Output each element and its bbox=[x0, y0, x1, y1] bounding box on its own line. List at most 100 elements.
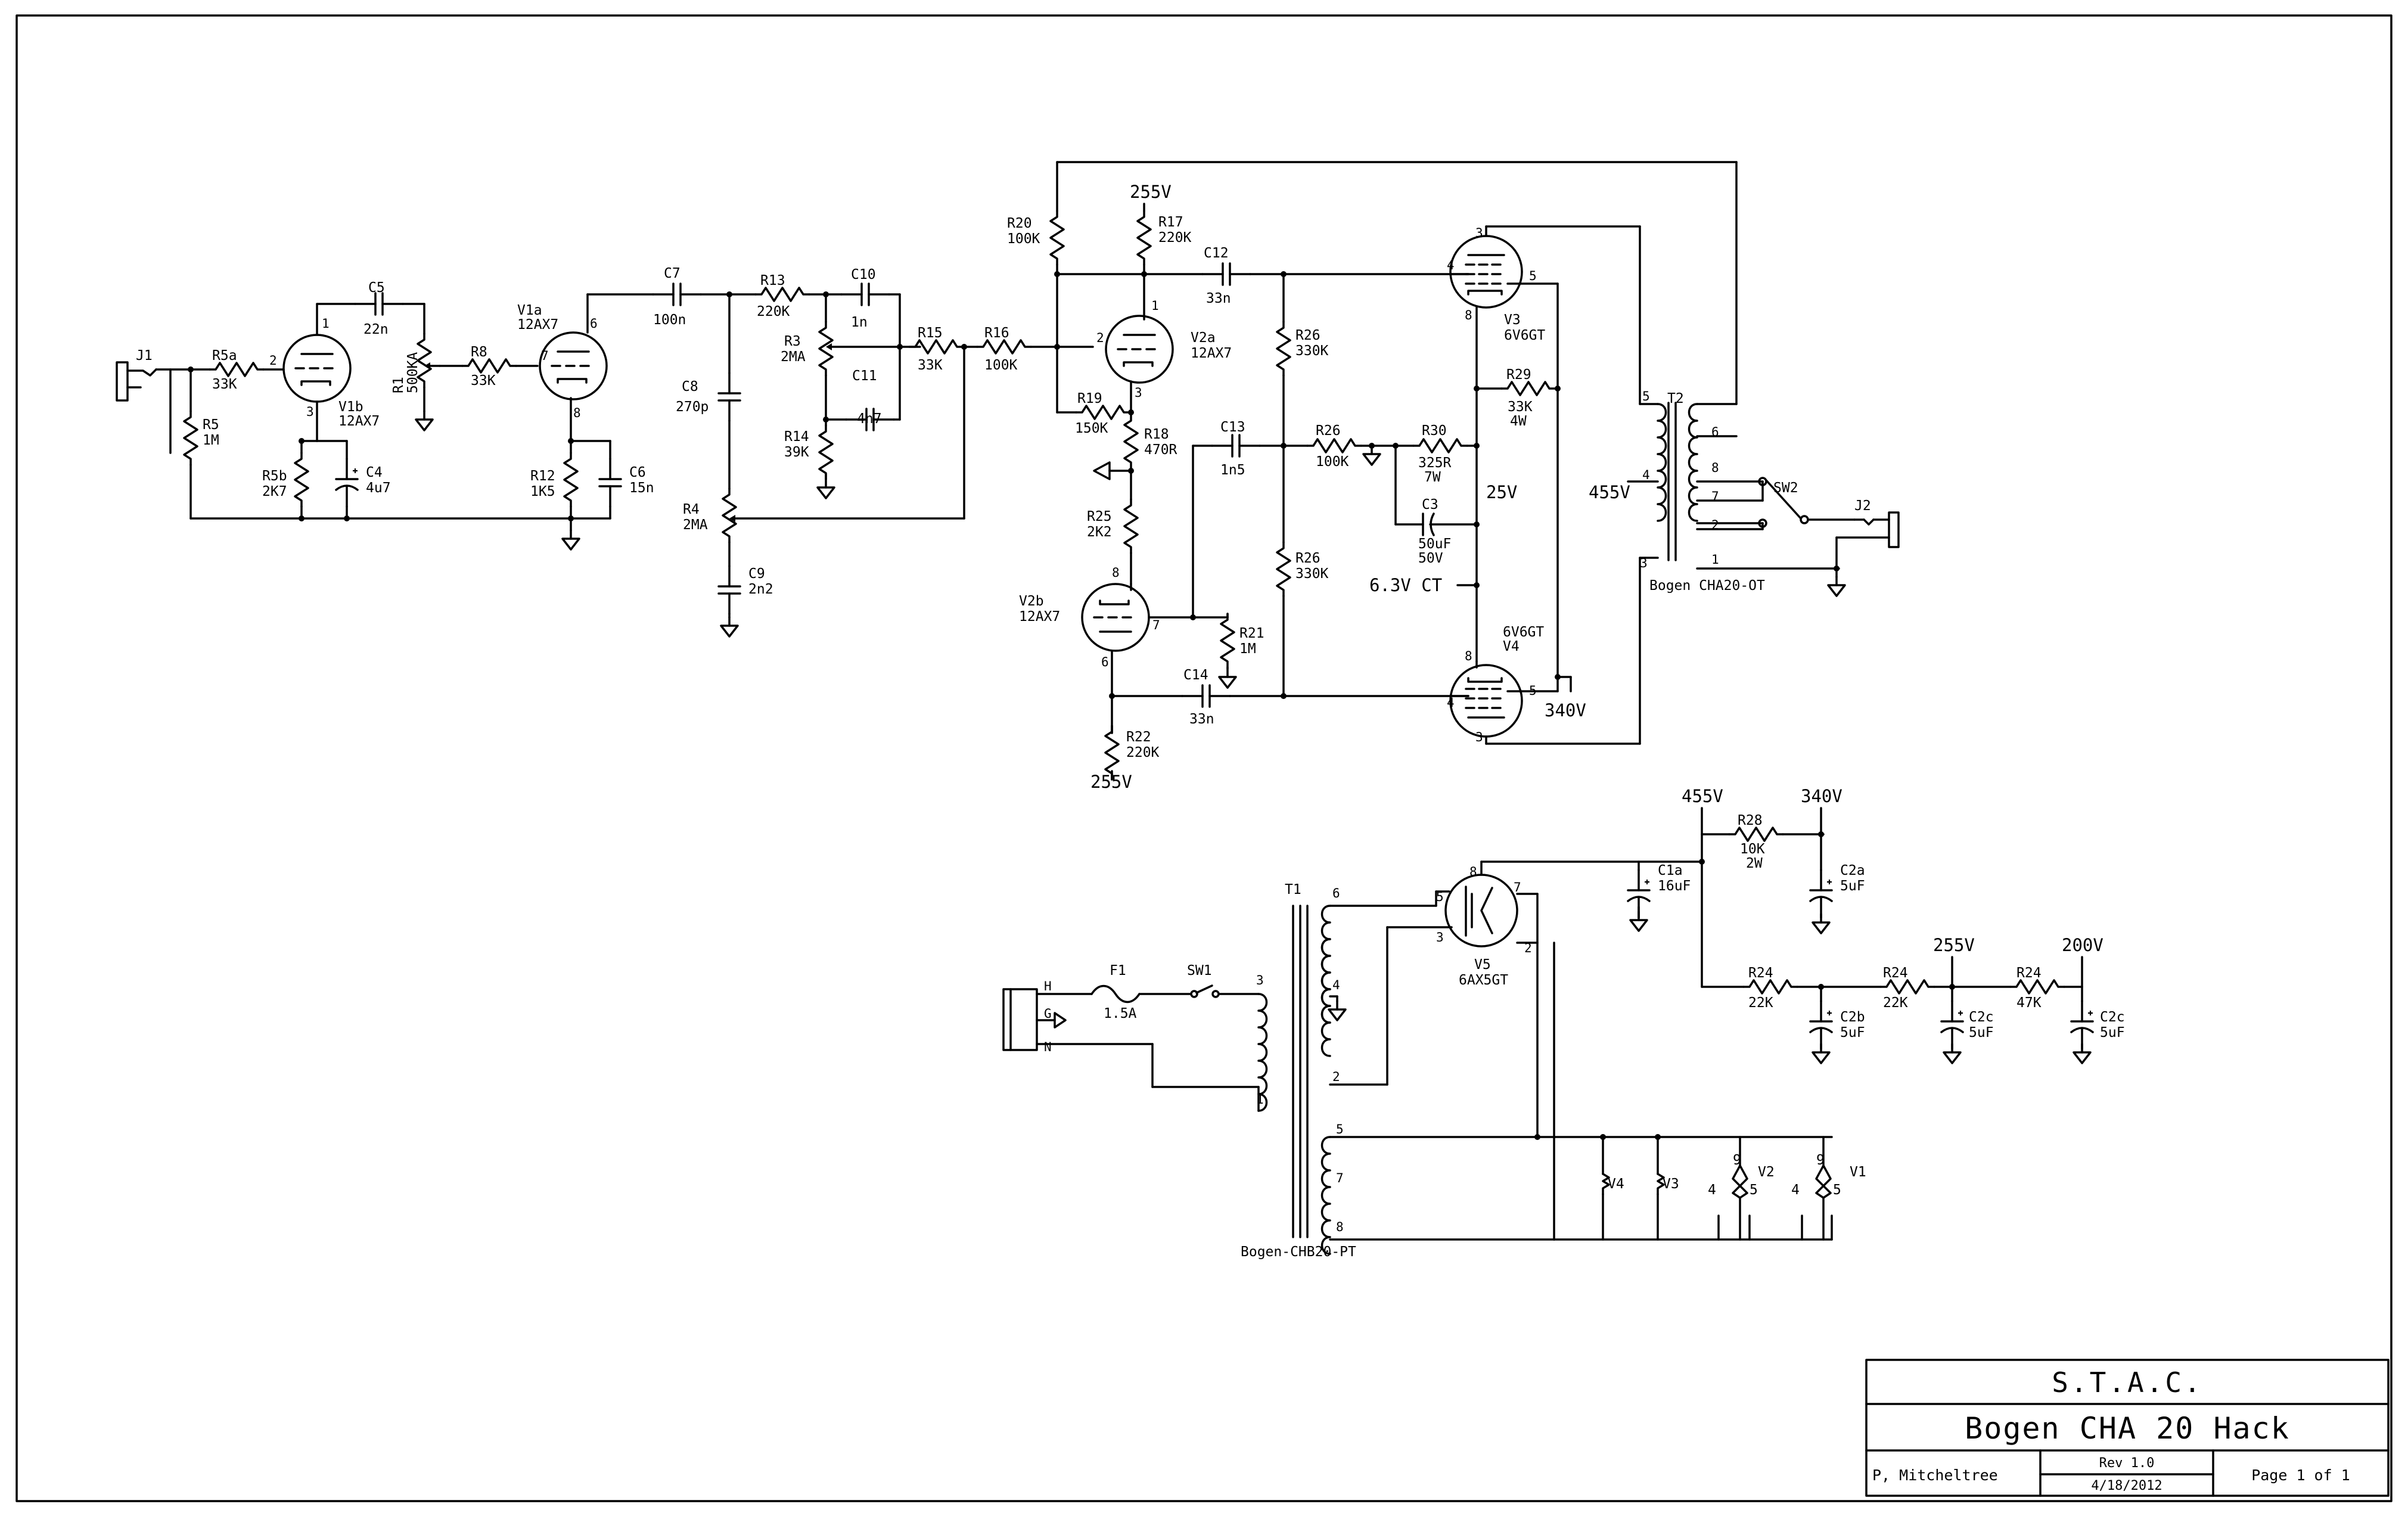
mains-plug: H G N bbox=[1002, 979, 1154, 1054]
v5-name: V5 bbox=[1474, 957, 1491, 973]
v255-bottom: 255V bbox=[1090, 772, 1132, 792]
r5b-value: 2K7 bbox=[262, 484, 287, 499]
r8-value: 33K bbox=[471, 373, 496, 389]
r3-name: R3 bbox=[784, 334, 801, 349]
v25-label: 25V bbox=[1486, 482, 1517, 502]
v2a-name: V2a bbox=[1191, 330, 1216, 346]
v3-type: 6V6GT bbox=[1504, 328, 1545, 343]
speaker-switch-sw2[interactable]: SW2 bbox=[1765, 479, 1809, 524]
rectifier-v5: 8 5 3 7 2 V5 6AX5GT bbox=[1436, 865, 1532, 988]
v2b-pin7: 7 bbox=[1152, 618, 1160, 632]
r3-value: 2MA bbox=[781, 349, 806, 365]
r30-value: 325R bbox=[1418, 455, 1452, 471]
r30-power: 7W bbox=[1424, 470, 1441, 485]
c11-value: 4n7 bbox=[857, 411, 882, 427]
r19-value: 150K bbox=[1075, 421, 1108, 436]
r20-value: 100K bbox=[1007, 231, 1040, 247]
heater-v2-pin5: 5 bbox=[1750, 1182, 1758, 1198]
r15-name: R15 bbox=[918, 325, 943, 341]
c3-value: 50uF bbox=[1418, 536, 1451, 552]
input-jack-j1[interactable]: J1 bbox=[116, 348, 192, 402]
power-transformer-t1: 3 1 T1 6 4 2 5 7 8 Bogen-CHB20-PT bbox=[1241, 882, 1555, 1260]
heater-string: V4 V3 9 4 5 V2 9 4 5 V1 bbox=[1536, 942, 1866, 1241]
heater-v2-pin9: 9 bbox=[1733, 1152, 1741, 1168]
v2b-name: V2b bbox=[1019, 594, 1044, 609]
tube-v1b bbox=[282, 334, 352, 403]
r14-value: 39K bbox=[784, 445, 809, 460]
c9-value: 2n2 bbox=[748, 582, 773, 597]
v5-type: 6AX5GT bbox=[1459, 973, 1508, 988]
c2c2-value: 5uF bbox=[2100, 1025, 2125, 1040]
t2-label: Bogen CHA20-OT bbox=[1649, 578, 1765, 594]
company-name: S.T.A.C. bbox=[2052, 1366, 2203, 1399]
c10-value: 1n bbox=[851, 315, 868, 330]
r24b-name: R24 bbox=[1883, 965, 1908, 981]
c6-name: C6 bbox=[629, 465, 646, 480]
v340-supply-label: 340V bbox=[1801, 786, 1842, 806]
r28-value: 10K bbox=[1740, 841, 1765, 857]
c4-name: C4 bbox=[366, 465, 383, 480]
c5-value: 22n bbox=[363, 322, 389, 337]
t1-pin8: 8 bbox=[1336, 1220, 1344, 1234]
ct-label: 6.3V CT bbox=[1369, 575, 1442, 595]
power-switch-sw1[interactable]: SW1 bbox=[1187, 963, 1220, 998]
v1a-type: 12AX7 bbox=[517, 317, 558, 333]
t1-pin2: 2 bbox=[1332, 1070, 1340, 1084]
v4-name: V4 bbox=[1503, 639, 1520, 654]
r26c-name: R26 bbox=[1295, 551, 1320, 566]
v3-pin5: 5 bbox=[1529, 269, 1537, 283]
r29-name: R29 bbox=[1506, 367, 1531, 383]
c2b-value: 5uF bbox=[1840, 1025, 1865, 1040]
output-jack-j2[interactable]: J2 bbox=[1835, 498, 1900, 570]
r30-name: R30 bbox=[1422, 423, 1447, 439]
v1a-pin6: 6 bbox=[590, 316, 598, 331]
r14-name: R14 bbox=[784, 429, 809, 445]
c1a-name: C1a bbox=[1658, 863, 1683, 878]
fuse-f1: F1 1.5A bbox=[1090, 963, 1141, 1021]
r22-value: 220K bbox=[1126, 745, 1160, 760]
v2a-type: 12AX7 bbox=[1191, 346, 1232, 361]
c3-voltage: 50V bbox=[1418, 551, 1443, 566]
c5-name: C5 bbox=[368, 280, 385, 296]
c1a-value: 16uF bbox=[1658, 878, 1691, 894]
j1-label: J1 bbox=[136, 348, 153, 364]
r24a-name: R24 bbox=[1748, 965, 1773, 981]
v2a-pin3: 3 bbox=[1135, 386, 1142, 400]
sw1-label: SW1 bbox=[1187, 963, 1212, 978]
r19-name: R19 bbox=[1077, 391, 1102, 406]
heater-v1-label: V1 bbox=[1850, 1164, 1866, 1180]
v1a-pin8: 8 bbox=[573, 406, 581, 420]
r17-value: 220K bbox=[1158, 230, 1192, 246]
c12-name: C12 bbox=[1204, 246, 1229, 261]
c13-value: 1n5 bbox=[1220, 462, 1245, 478]
r24a-value: 22K bbox=[1748, 995, 1773, 1011]
plug-pin-n: N bbox=[1044, 1040, 1052, 1054]
c2c1-value: 5uF bbox=[1969, 1025, 1994, 1040]
t1-pin4: 4 bbox=[1332, 978, 1340, 992]
sheet-border bbox=[15, 14, 2393, 1502]
c2a-value: 5uF bbox=[1840, 878, 1865, 894]
preamp-section: J1 R5a 33K R5 1M 1 2 3 V1b 12AX7 C5 22n bbox=[116, 266, 967, 638]
r12-value: 1K5 bbox=[530, 484, 555, 499]
r26b-name: R26 bbox=[1316, 423, 1341, 439]
v3-name: V3 bbox=[1504, 312, 1521, 328]
v2a-pin1: 1 bbox=[1151, 299, 1159, 313]
t2-name: T2 bbox=[1667, 391, 1684, 406]
r29-value: 33K bbox=[1508, 399, 1533, 415]
r21-name: R21 bbox=[1239, 626, 1264, 641]
c2b-name: C2b bbox=[1840, 1009, 1865, 1025]
tube-v4 bbox=[1449, 664, 1523, 738]
v4-type: 6V6GT bbox=[1503, 625, 1544, 640]
v4-pin4: 4 bbox=[1447, 695, 1455, 710]
r18-value: 470R bbox=[1144, 442, 1177, 458]
r29-power: 4W bbox=[1510, 414, 1527, 429]
t1-pin1: 1 bbox=[1256, 1092, 1264, 1107]
v2b-pin8: 8 bbox=[1112, 566, 1120, 580]
v5-pin2: 2 bbox=[1524, 941, 1532, 955]
r17-name: R17 bbox=[1158, 215, 1183, 230]
r26c-value: 330K bbox=[1295, 566, 1329, 582]
plug-pin-h: H bbox=[1044, 979, 1052, 993]
j2-label: J2 bbox=[1854, 498, 1871, 514]
v2b-type: 12AX7 bbox=[1019, 609, 1060, 625]
c2a-name: C2a bbox=[1840, 863, 1865, 878]
